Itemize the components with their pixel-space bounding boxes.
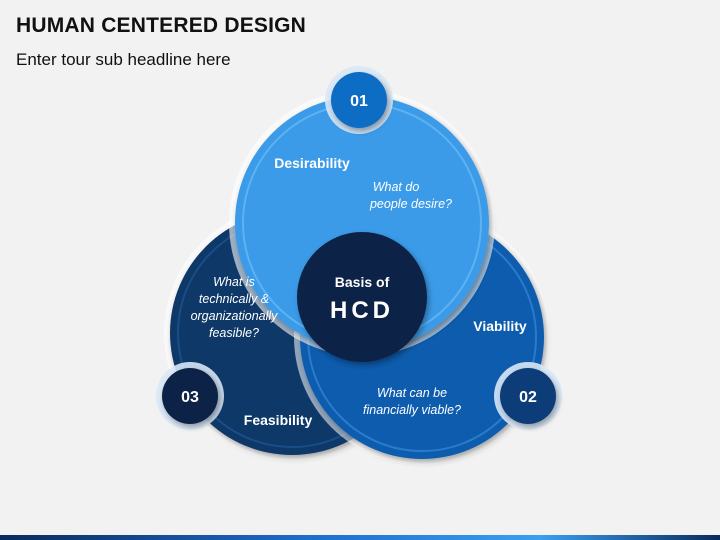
bottom-accent-bar bbox=[0, 535, 720, 540]
badge-01: 01 bbox=[325, 66, 393, 134]
center-circle: Basis of HCD bbox=[297, 232, 427, 362]
page-subtitle: Enter tour sub headline here bbox=[16, 50, 231, 69]
feasibility-label: Feasibility bbox=[244, 412, 313, 428]
feasibility-question-line2: technically & bbox=[199, 292, 269, 306]
desirability-label: Desirability bbox=[274, 155, 350, 171]
badge-02: 02 bbox=[494, 362, 562, 430]
center-line2: HCD bbox=[330, 297, 394, 324]
feasibility-question-line1: What is bbox=[213, 275, 255, 289]
badge-03: 03 bbox=[156, 362, 224, 430]
badge-02-number: 02 bbox=[519, 389, 537, 406]
feasibility-question-line3: organizationally bbox=[191, 309, 279, 323]
viability-label: Viability bbox=[473, 318, 527, 334]
page-title: HUMAN CENTERED DESIGN bbox=[16, 14, 307, 37]
viability-question-line1: What can be bbox=[377, 386, 447, 400]
badge-01-number: 01 bbox=[350, 93, 368, 110]
feasibility-question-line4: feasible? bbox=[209, 326, 259, 340]
desirability-question-line1: What do bbox=[373, 180, 420, 194]
viability-question-line2: financially viable? bbox=[363, 403, 461, 417]
badge-03-number: 03 bbox=[181, 389, 199, 406]
desirability-question-line2: people desire? bbox=[369, 197, 452, 211]
center-line1: Basis of bbox=[335, 274, 390, 290]
